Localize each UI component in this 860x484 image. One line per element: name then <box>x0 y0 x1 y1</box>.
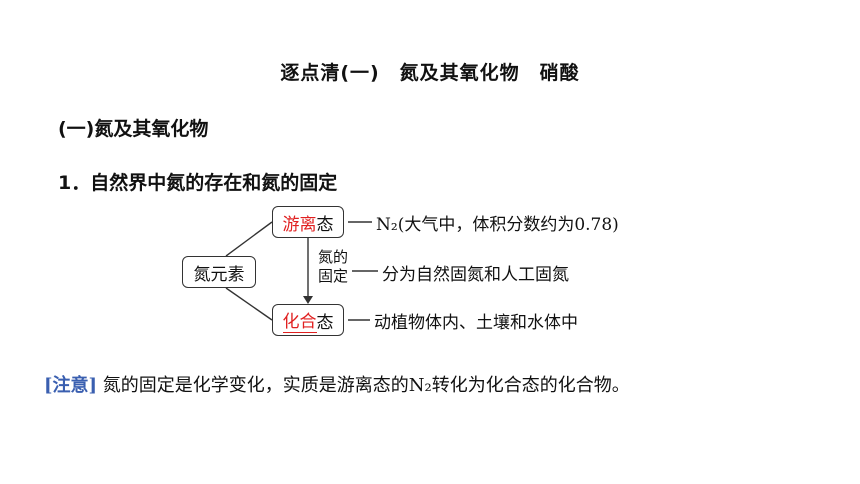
combined-state-description: 动植物体内、土壤和水体中 <box>374 313 578 333</box>
fixation-description: 分为自然固氮和人工固氮 <box>382 265 569 285</box>
section-heading: (一)氮及其氧化物 <box>58 118 209 140</box>
connector-element-to-huahe <box>225 287 273 321</box>
nitrogen-element-box: 氮元素 <box>182 256 256 288</box>
combined-state-highlight: 化合 <box>282 307 317 333</box>
combined-state-box: 化合态 <box>272 304 344 336</box>
combined-state-suffix: 态 <box>316 312 334 333</box>
nitrogen-element-label: 氮元素 <box>193 264 245 285</box>
fixation-label: 氮的 固定 <box>316 248 350 286</box>
free-state-description: N₂(大气中，体积分数约为0.78) <box>376 215 619 235</box>
note-text: 氮的固定是化学变化，实质是游离态的N₂转化为化合态的化合物。 <box>102 375 630 396</box>
free-state-highlight: 游离 <box>282 214 317 235</box>
page-title: 逐点清(一) 氮及其氧化物 硝酸 <box>280 62 580 84</box>
free-state-suffix: 态 <box>316 214 334 235</box>
item-heading: 1．自然界中氮的存在和氮的固定 <box>58 172 338 194</box>
connector-element-to-youli <box>225 221 273 257</box>
fixation-arrow-head <box>303 296 313 304</box>
note: [注意] 氮的固定是化学变化，实质是游离态的N₂转化为化合态的化合物。 <box>44 371 630 397</box>
note-tag: [注意] <box>44 375 98 396</box>
fixation-label-line2: 固定 <box>317 267 348 285</box>
fixation-label-line1: 氮的 <box>317 248 348 266</box>
free-state-box: 游离态 <box>272 206 344 238</box>
